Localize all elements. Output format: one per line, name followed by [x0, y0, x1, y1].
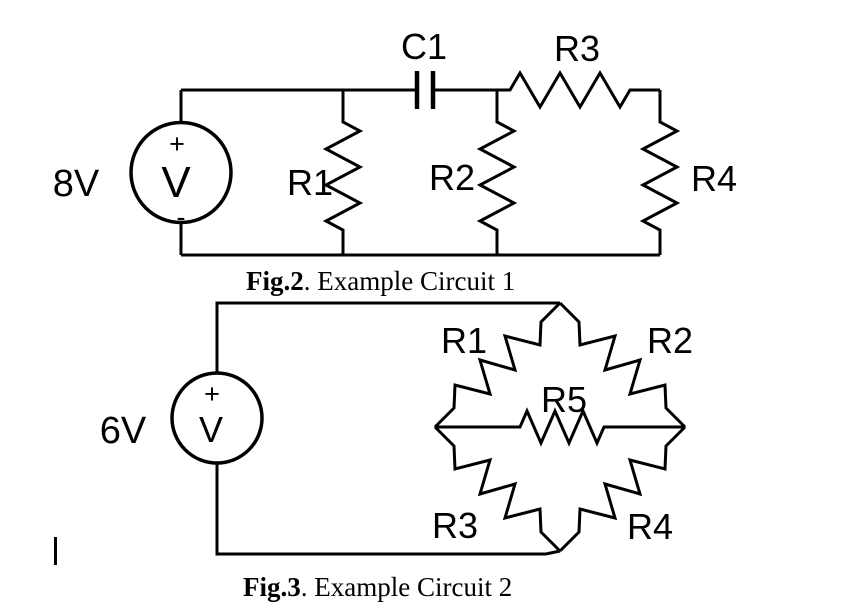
fig3-label-r4: R4 [627, 506, 673, 547]
fig2-voltage-label: 8V [53, 163, 100, 205]
fig3-label-r3: R3 [432, 505, 478, 546]
fig3-resistor-r2 [558, 301, 687, 429]
fig3-label-r2: R2 [647, 320, 693, 361]
fig2-voltage-source-circle [129, 120, 233, 225]
fig3-caption: Fig.3. Example Circuit 2 [243, 572, 512, 602]
fig2-label-r3: R3 [554, 28, 600, 69]
fig2-resistor-r4 [639, 90, 681, 255]
fig2-source-meter-symbol: V [161, 158, 191, 207]
fig3-label-r1: R1 [441, 320, 487, 361]
fig2-source-minus-sign: - [177, 202, 186, 232]
fig3-voltage-source-circle [170, 371, 264, 465]
fig3-source-meter-symbol: V [199, 409, 223, 450]
fig3-caption-title: . Example Circuit 2 [301, 572, 512, 602]
fig2-label-c1: C1 [401, 26, 447, 67]
fig2-label-r4: R4 [691, 158, 737, 199]
fig3-resistor-r1 [433, 301, 562, 429]
fig2-resistor-r1 [322, 90, 364, 255]
fig2-label-r2: R2 [429, 157, 475, 198]
fig3-top-wire [215, 301, 560, 373]
fig3-voltage-label: 6V [100, 410, 147, 452]
fig3-resistor-r3 [433, 425, 562, 553]
figure2-circuit: + V - 8V R1 C1 R2 R3 R4 Fig.2. Example C… [53, 26, 737, 296]
fig2-label-r1: R1 [287, 162, 333, 203]
fig2-resistor-r2 [476, 90, 518, 255]
fig2-caption-title: . Example Circuit 1 [304, 266, 515, 296]
fig2-caption-number: Fig.2 [246, 266, 304, 296]
text-caret[interactable] [54, 537, 57, 565]
figure3-circuit: + V 6V R1 R2 R5 R3 R4 Fig.3. Example Cir… [100, 301, 693, 602]
fig3-label-r5: R5 [541, 379, 587, 420]
fig2-resistor-r3-and-top-wire-right [433, 70, 660, 110]
fig2-caption: Fig.2. Example Circuit 1 [246, 266, 515, 296]
fig3-source-plus-sign: + [204, 379, 220, 409]
fig3-bottom-wire [215, 463, 561, 556]
fig3-caption-number: Fig.3 [243, 572, 301, 602]
fig2-source-plus-sign: + [169, 129, 185, 159]
fig3-resistor-r5 [435, 407, 685, 447]
fig3-resistor-r4 [558, 425, 687, 553]
